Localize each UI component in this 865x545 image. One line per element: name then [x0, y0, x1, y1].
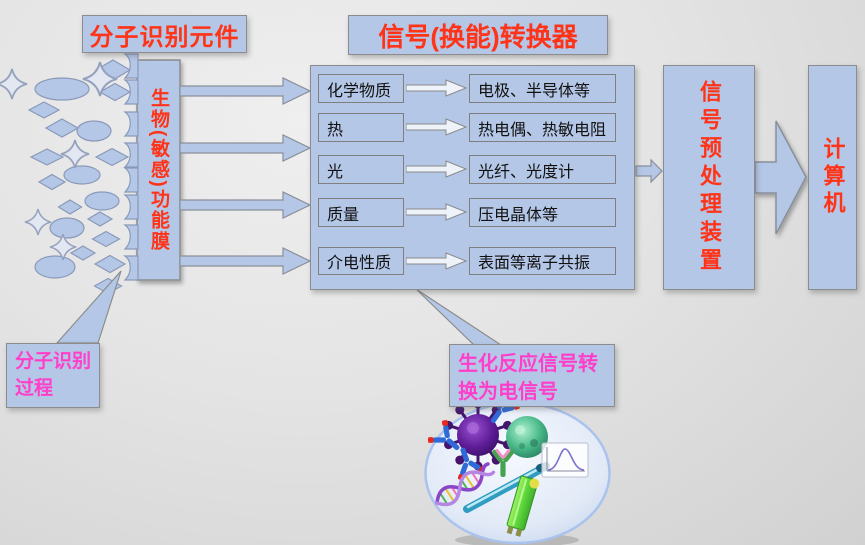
test-strip-icon [506, 475, 540, 537]
transducer-input-box: 质量 [318, 198, 404, 227]
ellipse-shape [49, 217, 85, 239]
diamond-shape [94, 147, 130, 167]
transducer-input-box: 热 [318, 113, 404, 142]
signal-transducer-title-text: 信号(换能)转换器 [378, 21, 578, 52]
molecular-recognition-element-text: 分子识别元件 [89, 23, 240, 51]
transducer-input-box: 化学物质 [318, 74, 404, 103]
green-antibody-icon [491, 449, 515, 477]
callout-pointer-bottom [415, 288, 504, 346]
receptor-socket [123, 53, 139, 79]
receptor-socket [123, 79, 139, 105]
receptor-socket [123, 194, 139, 220]
row-arrow-icon [406, 79, 468, 97]
receptor-socket [123, 167, 139, 193]
bioreaction-note-callout: 生化反应信号转换为电信号 [449, 344, 615, 407]
diamond-shape [29, 148, 65, 166]
row-arrow-icon [406, 160, 468, 178]
transducer-input-box: 介电性质 [318, 247, 404, 275]
diamond-shape [93, 254, 127, 274]
star-shape [60, 139, 90, 169]
diamond-shape [27, 101, 61, 119]
callout-pointer-left [55, 270, 122, 344]
diamond-shape [57, 199, 83, 215]
transducer-output-box: 热电偶、热敏电阻 [469, 113, 616, 142]
diamond-shape [37, 173, 67, 191]
molecular-recognition-element-label: 分子识别元件 [82, 15, 247, 53]
peak-curve-icon [541, 442, 589, 478]
preprocessor-to-computer-arrow [754, 120, 807, 235]
row-arrow-icon [406, 252, 468, 270]
membrane-output-arrows [179, 77, 312, 275]
molecular-recognition-process-text: 分子识别过程 [15, 351, 92, 399]
bioreaction-note-text: 生化反应信号转换为电信号 [458, 353, 598, 403]
green-virus-icon [506, 416, 548, 458]
signal-transducer-box: 化学物质 电极、半导体等 热 热电偶、热敏电阻 光 光纤、光度计 质量 压电晶体… [310, 65, 635, 290]
dna-icon [435, 462, 496, 507]
transducer-output-box: 表面等离子共振 [469, 247, 616, 275]
diamond-shape [91, 230, 121, 248]
membrane-label: 生物(敏感)功能膜 [148, 88, 169, 252]
row-arrow-icon [406, 203, 468, 221]
arrow-right [179, 191, 312, 219]
ellipse-shape [34, 255, 76, 279]
signal-transducer-title: 信号(换能)转换器 [348, 15, 608, 55]
signal-preprocessing-box: 信号预处理装置 [663, 65, 755, 290]
signal-preprocessing-label: 信号预处理装置 [697, 79, 722, 276]
receptor-socket [123, 224, 139, 250]
analyte-shapes [0, 59, 132, 295]
star-shape [24, 208, 52, 236]
row-arrow-icon [406, 118, 468, 136]
receptor-sockets [123, 53, 139, 281]
transducer-output-box: 光纤、光度计 [469, 155, 616, 184]
diamond-shape [69, 245, 97, 261]
arrow-right [179, 77, 312, 105]
computer-box: 计算机 [808, 65, 857, 290]
biosensor-illustration [424, 388, 611, 545]
computer-label: 计算机 [820, 137, 846, 218]
diamond-shape [44, 118, 80, 138]
star-shape [0, 68, 28, 100]
transducer-to-preprocessor-arrow [635, 158, 663, 184]
transducer-output-box: 电极、半导体等 [469, 74, 616, 103]
membrane-box [136, 59, 181, 281]
diamond-shape [86, 211, 114, 227]
arrow-right [179, 247, 312, 275]
transducer-input-box: 光 [318, 155, 404, 184]
receptor-socket [123, 255, 139, 281]
transducer-output-box: 压电晶体等 [469, 198, 616, 227]
ellipse-shape [76, 120, 112, 142]
receptor-socket [123, 111, 139, 137]
ellipse-shape [63, 165, 101, 185]
ellipse-shape [34, 77, 90, 101]
diamond-shape [98, 82, 132, 102]
ellipse-shape [84, 191, 120, 211]
molecular-recognition-process-callout: 分子识别过程 [6, 343, 100, 408]
arrow-right [179, 134, 312, 162]
receptor-socket [123, 142, 139, 168]
